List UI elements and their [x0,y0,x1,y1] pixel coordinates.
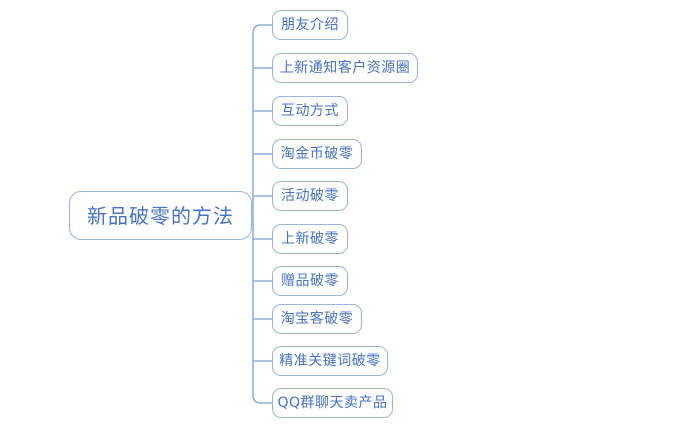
child-node-label: QQ群聊天卖产品 [277,395,388,411]
child-node-label: 上新通知客户资源圈 [279,60,411,76]
child-node-label: 赠品破零 [281,273,339,289]
child-node-label: 淘宝客破零 [280,311,354,327]
root-node-label: 新品破零的方法 [87,203,234,228]
child-node-7[interactable]: 赠品破零 [272,266,348,296]
child-node-3[interactable]: 互动方式 [272,96,348,126]
child-node-4[interactable]: 淘金币破零 [272,139,362,169]
child-node-label: 淘金币破零 [280,146,354,162]
child-node-8[interactable]: 淘宝客破零 [272,304,362,334]
child-node-label: 精准关键词破零 [279,353,381,369]
child-node-6[interactable]: 上新破零 [272,224,348,254]
branch-line-10 [252,394,273,404]
root-node[interactable]: 新品破零的方法 [69,191,252,240]
child-node-label: 上新破零 [281,231,339,247]
child-node-1[interactable]: 朋友介绍 [272,10,348,40]
child-node-2[interactable]: 上新通知客户资源圈 [272,53,418,83]
branch-line-1 [252,24,273,34]
child-node-label: 朋友介绍 [281,17,339,33]
child-node-9[interactable]: 精准关键词破零 [272,346,388,376]
child-node-label: 活动破零 [281,188,339,204]
child-node-label: 互动方式 [281,103,339,119]
child-node-10[interactable]: QQ群聊天卖产品 [272,388,393,418]
child-node-5[interactable]: 活动破零 [272,181,348,211]
